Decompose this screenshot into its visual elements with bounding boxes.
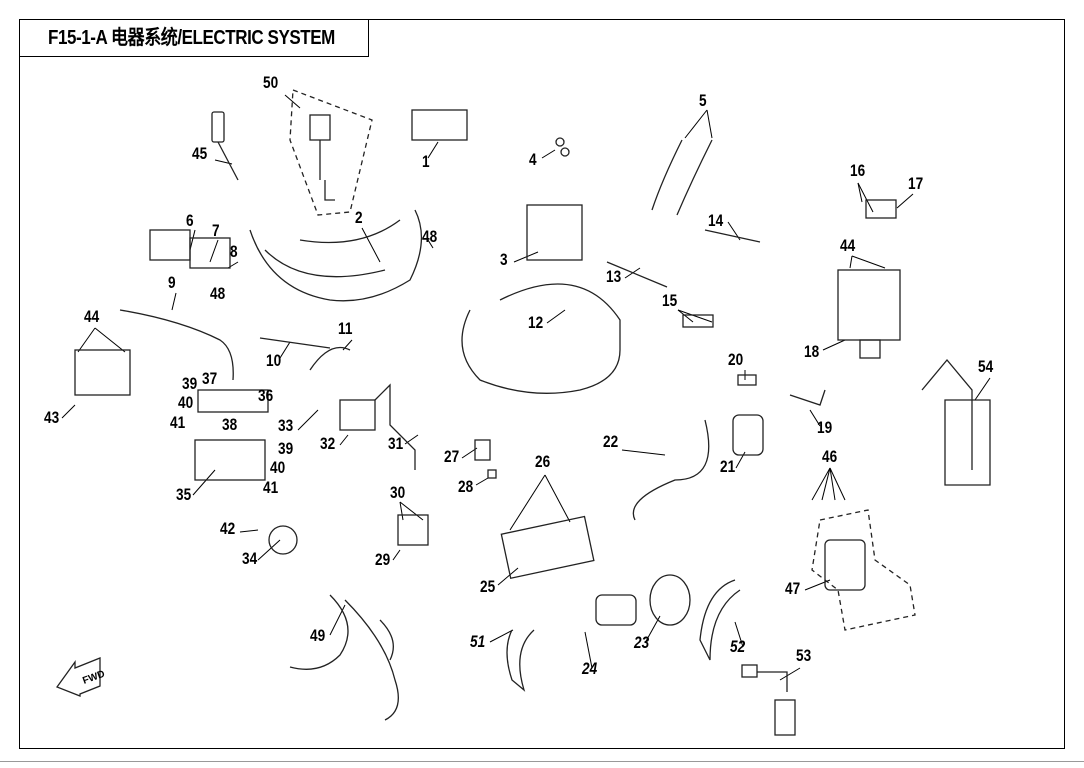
- title-text: F15-1-A 电器系统/ELECTRIC SYSTEM: [48, 27, 335, 49]
- callout-label: 34: [242, 549, 258, 568]
- callout-label: 52: [730, 637, 746, 656]
- callout-label: 21: [720, 457, 736, 476]
- callout-label: 30: [390, 483, 406, 502]
- callout-label: 25: [480, 577, 496, 596]
- callout-label: 18: [804, 342, 820, 361]
- callout-label: 11: [338, 319, 353, 338]
- callout-label: 22: [603, 432, 619, 451]
- callout-label: 44: [840, 236, 856, 255]
- callout-label: 47: [785, 579, 801, 598]
- callout-label: 43: [44, 408, 60, 427]
- callout-label: 10: [266, 351, 282, 370]
- callout-label: 26: [535, 452, 551, 471]
- callout-label: 1: [422, 152, 430, 171]
- callout-label: 40: [178, 393, 194, 412]
- callout-label: 15: [662, 291, 678, 310]
- callout-label: 44: [84, 307, 100, 326]
- callout-label: 32: [320, 434, 336, 453]
- fwd-arrow-icon: [55, 657, 101, 697]
- callout-label: 6: [186, 211, 194, 230]
- callout-label: 12: [528, 313, 544, 332]
- callout-label: 19: [817, 418, 833, 437]
- callout-label: 50: [263, 73, 279, 92]
- callout-label: 39: [182, 374, 198, 393]
- callout-label: 28: [458, 477, 474, 496]
- callout-label: 48: [422, 227, 438, 246]
- callout-label: 42: [220, 519, 236, 538]
- callout-label: 3: [500, 250, 508, 269]
- callout-label: 38: [222, 415, 238, 434]
- callout-label: 29: [375, 550, 391, 569]
- fwd-icon-label: FWD: [81, 669, 106, 687]
- callout-label: 41: [170, 413, 186, 432]
- page-title: F15-1-A 电器系统/ELECTRIC SYSTEM: [19, 19, 369, 57]
- callout-label: 9: [168, 273, 176, 292]
- callout-label: 17: [908, 174, 924, 193]
- callout-label: 13: [606, 267, 622, 286]
- callout-label: 33: [278, 416, 294, 435]
- callout-label: 40: [270, 458, 286, 477]
- callout-label: 45: [192, 144, 208, 163]
- callout-label: 23: [634, 633, 650, 652]
- page-bottom-rule: [0, 761, 1084, 762]
- callout-label: 2: [355, 208, 363, 227]
- callout-label: 7: [212, 221, 220, 240]
- callout-label: 20: [728, 350, 744, 369]
- leader-lines: [61, 94, 991, 681]
- part-sketches: [74, 109, 991, 736]
- callout-label: 54: [978, 357, 994, 376]
- callout-label: 41: [263, 478, 279, 497]
- callout-label: 46: [822, 447, 838, 466]
- callout-label: 16: [850, 161, 866, 180]
- callout-label: 24: [582, 659, 598, 678]
- callout-label: 36: [258, 386, 274, 405]
- callout-label: 27: [444, 447, 460, 466]
- callout-label: 8: [230, 242, 238, 261]
- callout-label: 49: [310, 626, 326, 645]
- diagram-frame: [19, 19, 1065, 749]
- callout-label: 35: [176, 485, 192, 504]
- callout-label: 4: [529, 150, 537, 169]
- callout-label: 31: [388, 434, 404, 453]
- callout-label: 51: [470, 632, 486, 651]
- callout-label: 39: [278, 439, 294, 458]
- callout-label: 53: [796, 646, 812, 665]
- callout-label: 14: [708, 211, 724, 230]
- callout-label: 37: [202, 369, 218, 388]
- callout-label: 5: [699, 91, 707, 110]
- callout-label: 48: [210, 284, 226, 303]
